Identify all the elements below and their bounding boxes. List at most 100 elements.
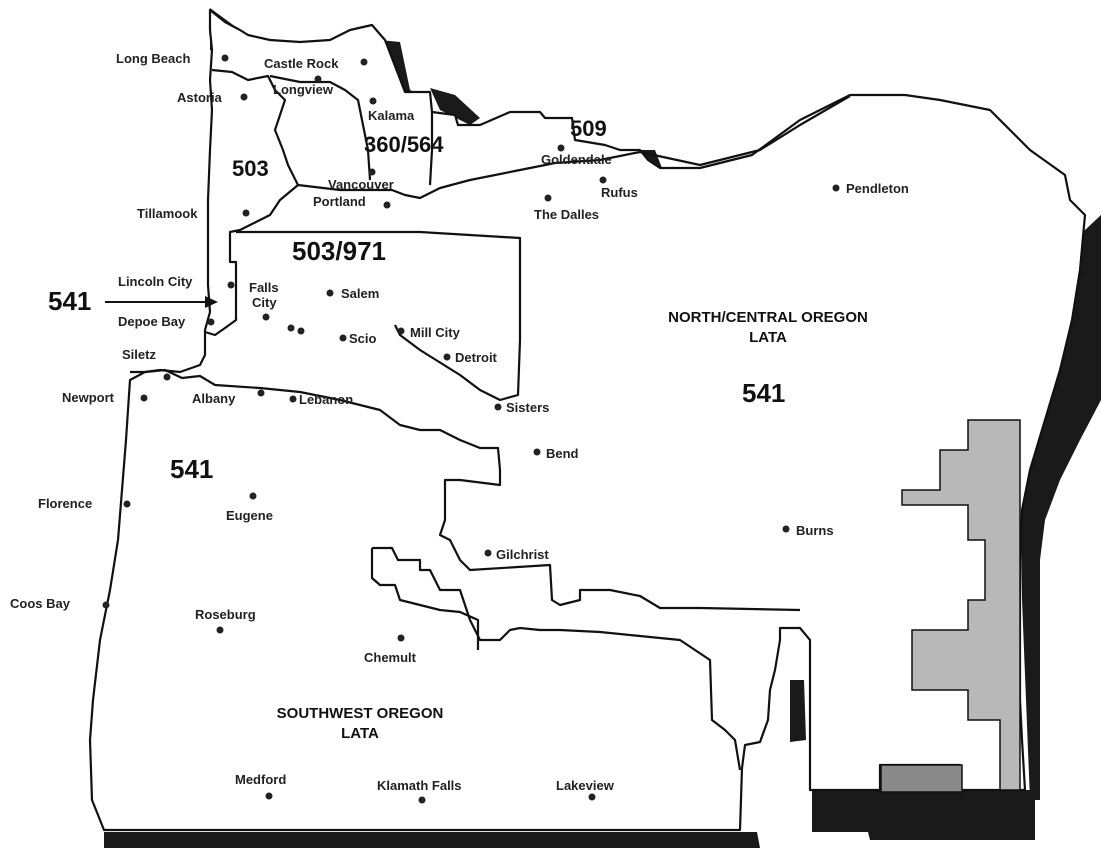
- dot-astoria: [240, 93, 248, 101]
- dot-depoe-bay: [207, 318, 215, 326]
- shadow-north-wa-3: [430, 88, 480, 125]
- dot-salem: [326, 289, 334, 297]
- city-label-depoe-bay: Depoe Bay: [118, 314, 186, 329]
- dot-chemult: [397, 634, 405, 642]
- dot-klamath-falls: [418, 796, 426, 804]
- city-label-city: City: [252, 295, 277, 310]
- city-label-salem: Salem: [341, 286, 379, 301]
- dot-falls-city: [262, 313, 270, 321]
- city-label-klamath-falls: Klamath Falls: [377, 778, 462, 793]
- city-label-lebanon: Lebanon: [299, 392, 353, 407]
- city-label-lincoln-city: Lincoln City: [118, 274, 193, 289]
- boundary-503-971: [236, 230, 522, 402]
- city-label-burns: Burns: [796, 523, 834, 538]
- lata-labels: NORTH/CENTRAL OREGON LATA SOUTHWEST OREG…: [277, 309, 868, 742]
- city-label-chemult: Chemult: [364, 650, 417, 665]
- dot-newport: [140, 394, 148, 402]
- area-code-541-central: 541: [742, 378, 785, 408]
- city-label-castle-rock: Castle Rock: [264, 56, 339, 71]
- area-code-503-coast: 503: [232, 156, 269, 181]
- dot-longview: [314, 75, 322, 83]
- city-markers: [102, 54, 840, 804]
- dot-goldendale: [557, 144, 565, 152]
- dot-medford: [265, 792, 273, 800]
- dot-sisters: [494, 403, 502, 411]
- area-code-labels: 503 503/971 360/564 509 541 541 541: [48, 116, 785, 484]
- city-label-albany: Albany: [192, 391, 236, 406]
- shadow-east: [1020, 215, 1101, 800]
- city-label-kalama: Kalama: [368, 108, 415, 123]
- city-label-coos-bay: Coos Bay: [10, 596, 71, 611]
- city-label-portland: Portland: [313, 194, 366, 209]
- area-code-509: 509: [570, 116, 607, 141]
- dot-siletz: [163, 373, 171, 381]
- shadow-inner-se-2: [790, 680, 806, 742]
- city-label-scio: Scio: [349, 331, 377, 346]
- area-code-503-971: 503/971: [292, 236, 386, 266]
- boundary-southwest-east: [372, 546, 742, 771]
- lata-north-central-line1: NORTH/CENTRAL OREGON: [668, 309, 868, 326]
- dot-lakeview: [588, 793, 596, 801]
- dot-portland: [383, 201, 391, 209]
- city-label-vancouver: Vancouver: [328, 177, 394, 192]
- dot-vancouver: [368, 168, 376, 176]
- area-code-360-564: 360/564: [364, 132, 444, 157]
- dot-kalama: [369, 97, 377, 105]
- city-label-siletz: Siletz: [122, 347, 156, 362]
- city-label-newport: Newport: [62, 390, 115, 405]
- boundary-360-509: [428, 112, 434, 186]
- lata-southwest-line1: SOUTHWEST OREGON: [277, 705, 444, 722]
- dot-the-dalles: [544, 194, 552, 202]
- map-shaded-regions: [880, 419, 1021, 793]
- boundary-crater-lake: [370, 548, 480, 650]
- region-gray-east: [901, 419, 1021, 791]
- city-label-falls: Falls: [249, 280, 279, 295]
- dot-castle-rock: [360, 58, 368, 66]
- dot-eugene: [249, 492, 257, 500]
- city-label-mill-city: Mill City: [410, 325, 461, 340]
- map-internal-boundaries: [130, 68, 851, 771]
- city-label-roseburg: Roseburg: [195, 607, 256, 622]
- city-labels: Long Beach Castle Rock Astoria Longview …: [10, 51, 909, 793]
- arrow-541-pointer: [105, 296, 218, 308]
- city-label-pendleton: Pendleton: [846, 181, 909, 196]
- dot-detroit: [443, 353, 451, 361]
- city-label-lakeview: Lakeview: [556, 778, 615, 793]
- dot-pendleton: [832, 184, 840, 192]
- city-label-bend: Bend: [546, 446, 579, 461]
- city-label-rufus: Rufus: [601, 185, 638, 200]
- dot-burns: [782, 525, 790, 533]
- region-dark-gray-south: [880, 764, 963, 793]
- dot-bend: [533, 448, 541, 456]
- dot-monmouth-2: [297, 327, 305, 335]
- dot-lincoln-city: [227, 281, 235, 289]
- boundary-360-564: [269, 74, 372, 181]
- boundary-columbia-river: [297, 95, 851, 200]
- city-label-monmouth: Monmouth: [245, 334, 311, 349]
- dot-long-beach: [221, 54, 229, 62]
- dot-gilchrist: [484, 549, 492, 557]
- city-label-florence: Florence: [38, 496, 92, 511]
- dot-mill-city: [397, 327, 405, 335]
- dot-roseburg: [216, 626, 224, 634]
- boundary-southwest-north: [130, 368, 801, 612]
- dot-lebanon: [289, 395, 297, 403]
- city-label-goldendale: Goldendale: [541, 152, 612, 167]
- city-label-long-beach: Long Beach: [116, 51, 190, 66]
- city-label-detroit: Detroit: [455, 350, 498, 365]
- dot-rufus: [599, 176, 607, 184]
- area-code-541-southwest: 541: [170, 454, 213, 484]
- lata-southwest-line2: LATA: [341, 725, 379, 742]
- dot-albany: [257, 389, 265, 397]
- city-label-tillamook: Tillamook: [137, 206, 198, 221]
- dot-coos-bay: [102, 601, 110, 609]
- city-label-medford: Medford: [235, 772, 286, 787]
- lata-north-central-line2: LATA: [749, 329, 787, 346]
- dot-florence: [123, 500, 131, 508]
- city-label-gilchrist: Gilchrist: [496, 547, 549, 562]
- city-label-astoria: Astoria: [177, 90, 223, 105]
- city-label-longview: Longview: [273, 82, 334, 97]
- shadow-southeast: [812, 790, 1035, 840]
